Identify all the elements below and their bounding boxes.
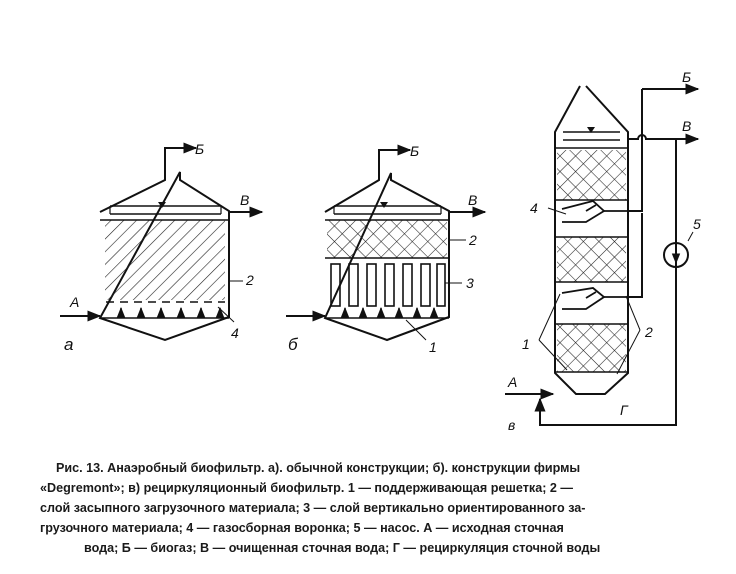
label-c-treated: В bbox=[682, 118, 691, 134]
filter-b bbox=[286, 144, 487, 342]
label-c-inflow: А bbox=[507, 374, 517, 390]
leader-lines-b bbox=[405, 239, 466, 341]
label-c-1: 1 bbox=[522, 336, 530, 352]
filter-c bbox=[554, 85, 629, 395]
pump-circle bbox=[663, 242, 689, 268]
biofilter-diagram: Б В А 2 4 а Б bbox=[60, 69, 701, 433]
figure-caption: Рис. 13. Анаэробный биофильтр. а). обычн… bbox=[40, 458, 712, 558]
caption-line-2: «Degremont»; в) рециркуляционный биофиль… bbox=[40, 481, 574, 495]
label-b-treated: В bbox=[468, 192, 477, 208]
gas-funnels bbox=[561, 200, 628, 310]
label-c-4: 4 bbox=[530, 200, 538, 216]
filter-c-body bbox=[554, 85, 629, 395]
label-c-biogas: Б bbox=[682, 69, 691, 85]
filter-b-inflow-arrows bbox=[340, 306, 439, 318]
filter-c-packing-top bbox=[557, 150, 626, 200]
filter-a-packing bbox=[105, 220, 225, 300]
sublabel-a: а bbox=[64, 335, 73, 354]
label-c-5: 5 bbox=[693, 216, 701, 232]
caption-line-1: Рис. 13. Анаэробный биофильтр. а). обычн… bbox=[56, 461, 581, 475]
caption-line-5: вода; Б — биогаз; В — очищенная сточная … bbox=[84, 541, 601, 555]
label-a-inflow: А bbox=[69, 294, 79, 310]
level-marker-b bbox=[380, 202, 388, 208]
label-a-4: 4 bbox=[231, 325, 239, 341]
label-a-2: 2 bbox=[245, 272, 254, 288]
sublabel-b: б bbox=[288, 335, 299, 354]
leader-lines-c bbox=[538, 207, 694, 375]
label-c-recirculation: Г bbox=[620, 402, 629, 418]
label-b-2: 2 bbox=[468, 232, 477, 248]
level-marker-c bbox=[587, 127, 595, 133]
filter-a-inflow-arrows bbox=[116, 306, 225, 318]
filter-b-vertical-media bbox=[330, 263, 446, 307]
label-b-3: 3 bbox=[466, 275, 474, 291]
caption-line-3: слой засыпного загрузочного материала; 3… bbox=[40, 501, 586, 515]
caption-line-4: грузочного материала; 4 — газосборная во… bbox=[40, 521, 564, 535]
label-a-treated: В bbox=[240, 192, 249, 208]
label-c-2: 2 bbox=[644, 324, 653, 340]
leader-lines-a bbox=[217, 280, 243, 323]
label-b-1: 1 bbox=[429, 339, 437, 355]
label-b-biogas: Б bbox=[410, 143, 419, 159]
filter-b-packing bbox=[327, 220, 447, 258]
filter-c-packing-mid bbox=[557, 237, 626, 282]
level-marker-a bbox=[158, 202, 166, 208]
filter-c-piping bbox=[505, 83, 700, 426]
filter-c-packing-bot bbox=[557, 324, 626, 372]
sublabel-v: в bbox=[508, 417, 515, 433]
label-a-biogas: Б bbox=[195, 141, 204, 157]
